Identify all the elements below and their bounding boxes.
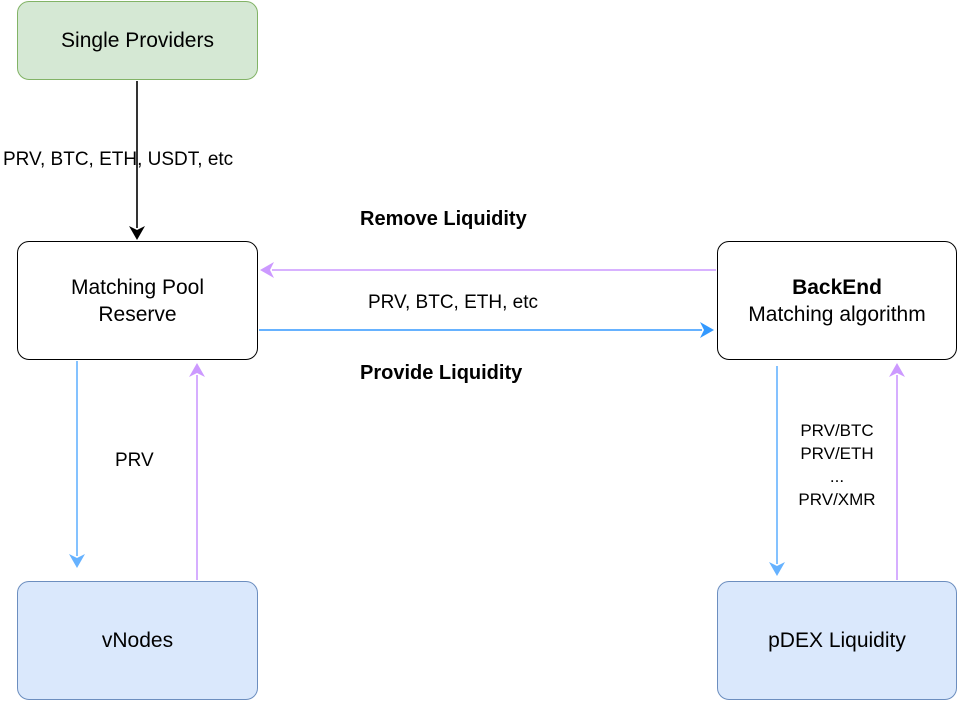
arrowhead-remove-liquidity	[260, 262, 274, 278]
pool-backend-assets-label: PRV, BTC, ETH, etc	[368, 292, 538, 313]
backend-node: BackEnd Matching algorithm	[717, 241, 957, 360]
arrowhead-backend-to-pdex	[769, 562, 785, 576]
pair-item: PRV/XMR	[798, 490, 876, 509]
vnodes-label: vNodes	[101, 629, 174, 652]
pair-item: PRV/ETH	[800, 444, 874, 463]
single-providers-assets-label: PRV, BTC, ETH, USDT, etc	[3, 149, 234, 170]
trading-pairs-list: PRV/BTC PRV/ETH ... PRV/XMR	[772, 419, 902, 511]
backend-title: BackEnd	[792, 275, 882, 299]
single-providers-label: Single Providers	[61, 29, 214, 52]
pair-item: PRV/BTC	[800, 421, 874, 440]
backend-subtitle: Matching algorithm	[748, 302, 926, 326]
vnodes-node: vNodes	[17, 581, 258, 700]
matching-pool-label-line2: Reserve	[98, 302, 177, 326]
matching-pool-label-line1: Matching Pool	[70, 275, 205, 299]
arrowhead-provide-liquidity	[700, 322, 714, 338]
pair-item: ...	[829, 467, 845, 486]
single-providers-node: Single Providers	[17, 1, 258, 80]
matching-pool-reserve-node: Matching Pool Reserve	[17, 241, 258, 360]
arrowhead-single-to-pool	[129, 226, 145, 240]
pdex-liquidity-label: pDEX Liquidity	[768, 629, 906, 652]
pdex-liquidity-node: pDEX Liquidity	[717, 581, 957, 700]
arrowhead-pdex-to-backend	[889, 363, 905, 377]
remove-liquidity-label: Remove Liquidity	[360, 208, 527, 230]
arrowhead-pool-to-vnodes	[69, 554, 85, 568]
arrowhead-vnodes-to-pool	[189, 363, 205, 377]
vnodes-prv-label: PRV	[115, 450, 154, 471]
provide-liquidity-label: Provide Liquidity	[360, 362, 523, 384]
